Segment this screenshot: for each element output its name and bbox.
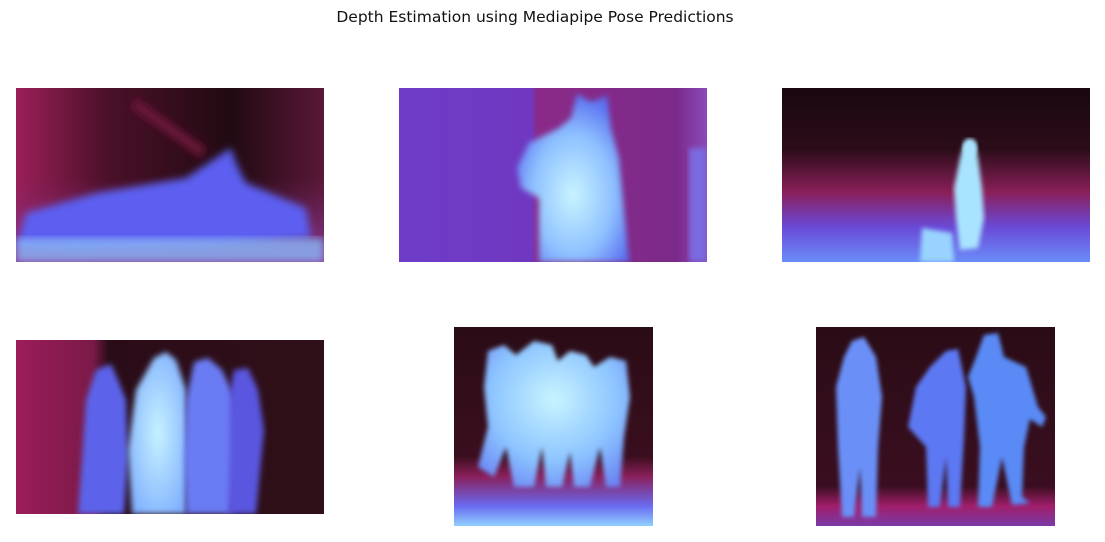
depth-map-panel-5 xyxy=(454,327,653,526)
depth-map-panel-6 xyxy=(816,327,1055,526)
depth-map-panel-3 xyxy=(782,88,1090,262)
figure-title: Depth Estimation using Mediapipe Pose Pr… xyxy=(336,8,734,26)
depth-map-panel-1 xyxy=(16,88,324,262)
depth-map-panel-4 xyxy=(16,340,324,514)
depth-map-panel-2 xyxy=(399,88,707,262)
